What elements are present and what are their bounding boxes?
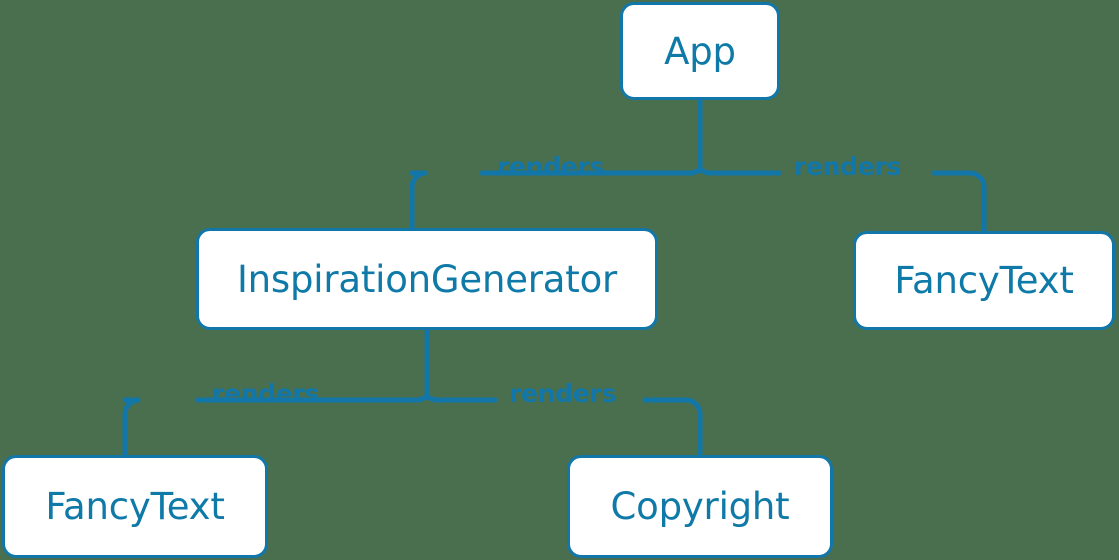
edge-inspirationgenerator-to-copyright [424,394,498,403]
edge-app-to-inspirationgenerator [479,167,703,176]
node-fancy-text-left[interactable]: FancyText [2,455,268,558]
edge-label-inspiration-generator-to-fancy-text-left: renders [212,379,320,408]
edge-app-to-inspirationgenerator-2 [409,170,428,231]
node-copyright-label: Copyright [610,485,790,528]
node-inspiration-generator-label: InspirationGenerator [236,257,618,301]
node-fancy-text-left-label: FancyText [45,485,225,528]
edge-inspirationgenerator-to-fancytext-left [195,394,430,403]
edge-app-to-fancytext-right-2 [931,170,987,234]
node-fancy-text-right-label: FancyText [894,259,1074,302]
node-fancy-text-right[interactable]: FancyText [853,231,1115,330]
edge-app-to-fancytext-right [697,167,782,176]
edge-label-app-to-fancy-text-right: renders [794,152,902,181]
node-app-label: App [664,29,736,73]
edge-inspirationgenerator-to-copyright-2 [642,397,703,458]
edge-label-inspiration-generator-to-copyright: renders [509,379,617,408]
node-copyright[interactable]: Copyright [567,455,833,558]
node-app[interactable]: App [620,2,780,100]
node-inspiration-generator[interactable]: InspirationGenerator [196,228,658,330]
edge-inspirationgenerator-to-fancytext-left-2 [122,397,141,458]
edge-label-app-to-inspiration-generator: renders [497,152,605,181]
